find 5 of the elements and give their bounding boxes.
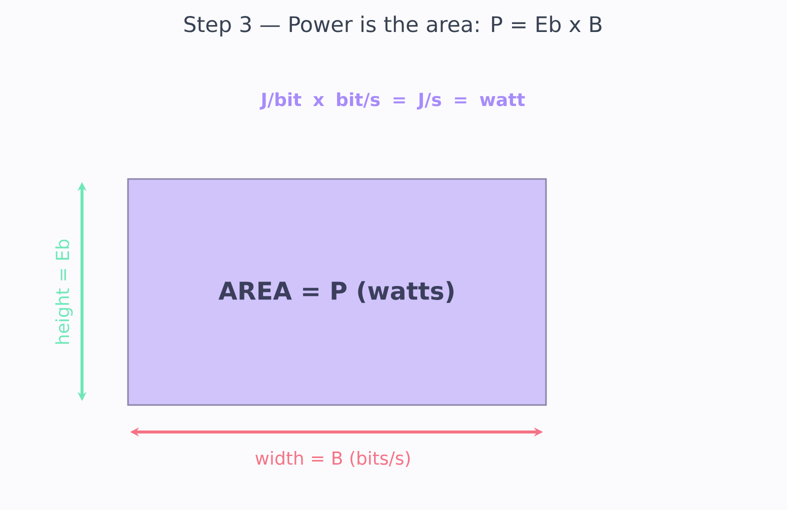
title: Step 3 — Power is the area: P = Eb x B xyxy=(184,16,602,36)
dimension-label: width = B (bits/s) xyxy=(255,450,410,467)
area-rectangle: AREA = P (watts) xyxy=(127,178,547,406)
dimension-label: height = Eb xyxy=(55,240,73,344)
formula-text: J/bit x bit/s = J/s = watt xyxy=(260,92,525,110)
